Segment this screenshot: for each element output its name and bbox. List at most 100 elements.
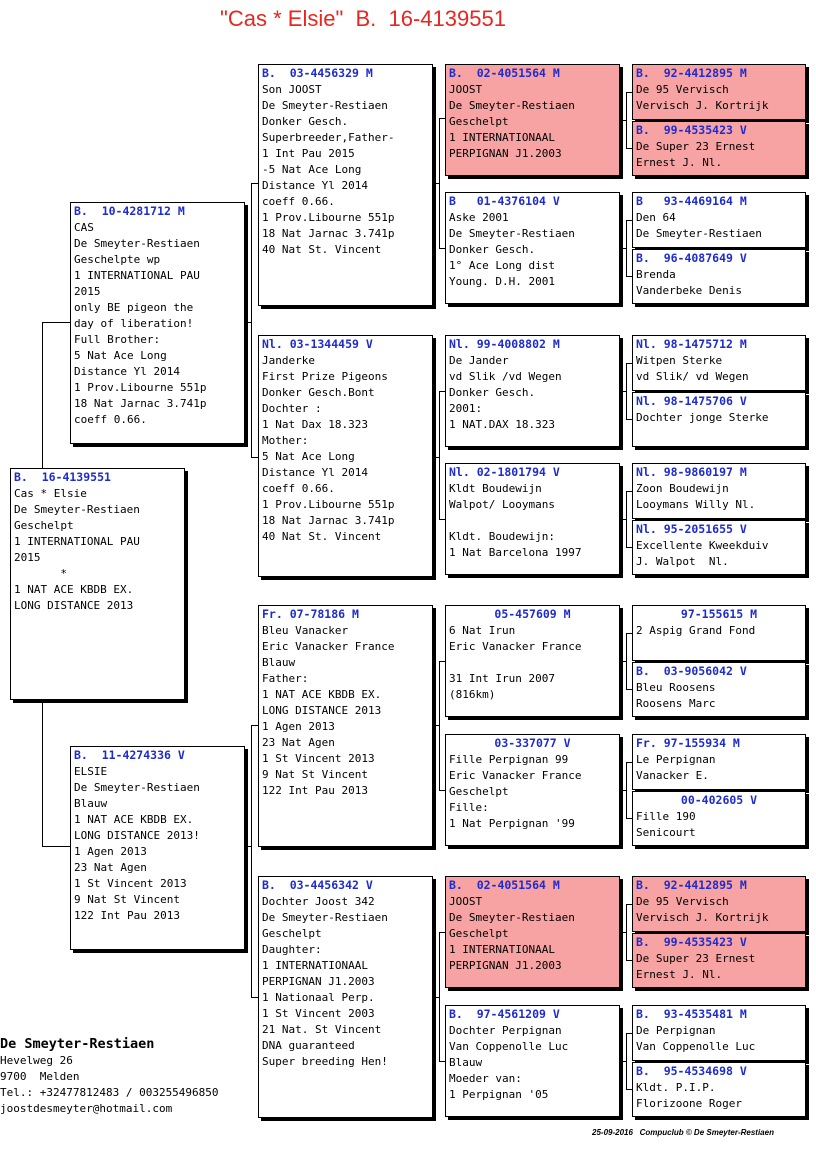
pedigree-line: PERPIGNAN J1.2003 — [262, 975, 375, 988]
breeder-phone: Tel.: +32477812483 / 003255496850 — [0, 1086, 219, 1099]
pedigree-line: * — [14, 567, 67, 580]
pedigree-line: Janderke — [262, 354, 315, 367]
breeder-email[interactable]: joostdesmeyter@hotmail.com — [0, 1102, 173, 1115]
pedigree-line: Vanderbeke Denis — [636, 284, 742, 297]
pedigree-line: Den 64 — [636, 211, 676, 224]
pedigree-line: Geschelpt — [449, 115, 509, 128]
pedigree-line: 1 Agen 2013 — [262, 720, 335, 733]
connector-line — [626, 904, 632, 905]
breeder-name: De Smeyter-Restiaen — [0, 1036, 155, 1052]
pedigree-line: 40 Nat St. Vincent — [262, 530, 382, 543]
pedigree-line: Vervisch J. Kortrijk — [636, 911, 769, 924]
pedigree-line: Donker Gesch. — [449, 243, 536, 256]
connector-line — [251, 725, 258, 726]
pedigree-line: Kldt. P.I.P. — [636, 1081, 716, 1094]
ring-number: Nl. 02-1801794 V — [449, 465, 560, 479]
pedigree-line: 1 St Vincent 2013 — [74, 877, 187, 890]
pedigree-line: De Super 23 Ernest — [636, 140, 756, 153]
connector-line — [439, 661, 440, 790]
connector-line — [620, 1061, 626, 1062]
pedigree-line: Young. D.H. 2001 — [449, 275, 555, 288]
connector-line — [439, 391, 445, 392]
ring-number: B. 93-4535481 M — [636, 1007, 747, 1021]
pedigree-line: De Smeyter-Restiaen — [449, 911, 575, 924]
pedigree-line: 23 Nat Agen — [262, 736, 335, 749]
ring-number: B 01-4376104 V — [449, 194, 560, 208]
ring-number: 05-457609 M — [494, 607, 571, 621]
connector-line — [626, 960, 632, 961]
connector-line — [42, 700, 43, 846]
pedigree-line: Distance Yl 2014 — [262, 179, 368, 192]
ring-number: B. 10-4281712 M — [74, 204, 185, 218]
connector-line — [439, 932, 445, 933]
connector-line — [626, 491, 632, 492]
pedigree-line: Le Perpignan — [636, 753, 716, 766]
connector-line — [626, 1033, 632, 1034]
ring-number: B. 99-4535423 V — [636, 123, 747, 137]
pedigree-line: 1 INTERNATIONAAL — [262, 959, 368, 972]
pedigree-line: Vervisch J. Kortrijk — [636, 99, 769, 112]
pedigree-line: 2 Aspig Grand Fond — [636, 624, 756, 637]
connector-line — [620, 391, 626, 392]
connector-line — [620, 932, 626, 933]
pedigree-line: Bleu Roosens — [636, 681, 716, 694]
ring-number: B. 92-4412895 M — [636, 878, 747, 892]
connector-line — [626, 419, 632, 420]
pedigree-line: 23 Nat Agen — [74, 861, 147, 874]
connector-line — [626, 904, 627, 961]
pedigree-line: (816km) — [449, 688, 496, 701]
connector-line — [251, 997, 258, 998]
pedigree-line: CAS — [74, 221, 94, 234]
pedigree-line: 1 Nat Perpignan '99 — [449, 817, 575, 830]
pedigree-line: Dochter jonge Sterke — [636, 411, 769, 424]
pedigree-line: 122 Int Pau 2013 — [262, 784, 368, 797]
pedigree-line: De Smeyter-Restiaen — [449, 227, 575, 240]
pedigree-line: 1 NAT ACE KBDB EX. — [262, 688, 382, 701]
ring-number: B. 95-4534698 V — [636, 1064, 747, 1078]
pedigree-line: Full Brother: — [74, 333, 161, 346]
pedigree-line: Super breeding Hen! — [262, 1055, 388, 1068]
pedigree-line: 5 Nat Ace Long — [74, 349, 167, 362]
pedigree-line: 1 Agen 2013 — [74, 845, 147, 858]
pedigree-line: Dochter : — [262, 402, 322, 415]
ring-number: Nl. 98-9860197 M — [636, 465, 747, 479]
pedigree-line: 1 Prov.Libourne 551p — [262, 211, 395, 224]
pedigree-line — [446, 655, 619, 671]
pedigree-line: Superbreeder,Father- — [262, 131, 395, 144]
connector-line — [626, 491, 627, 548]
pedigree-line: Daughter: — [262, 943, 322, 956]
pedigree-line: DNA guaranteed — [262, 1039, 355, 1052]
ring-number: B. 92-4412895 M — [636, 66, 747, 80]
